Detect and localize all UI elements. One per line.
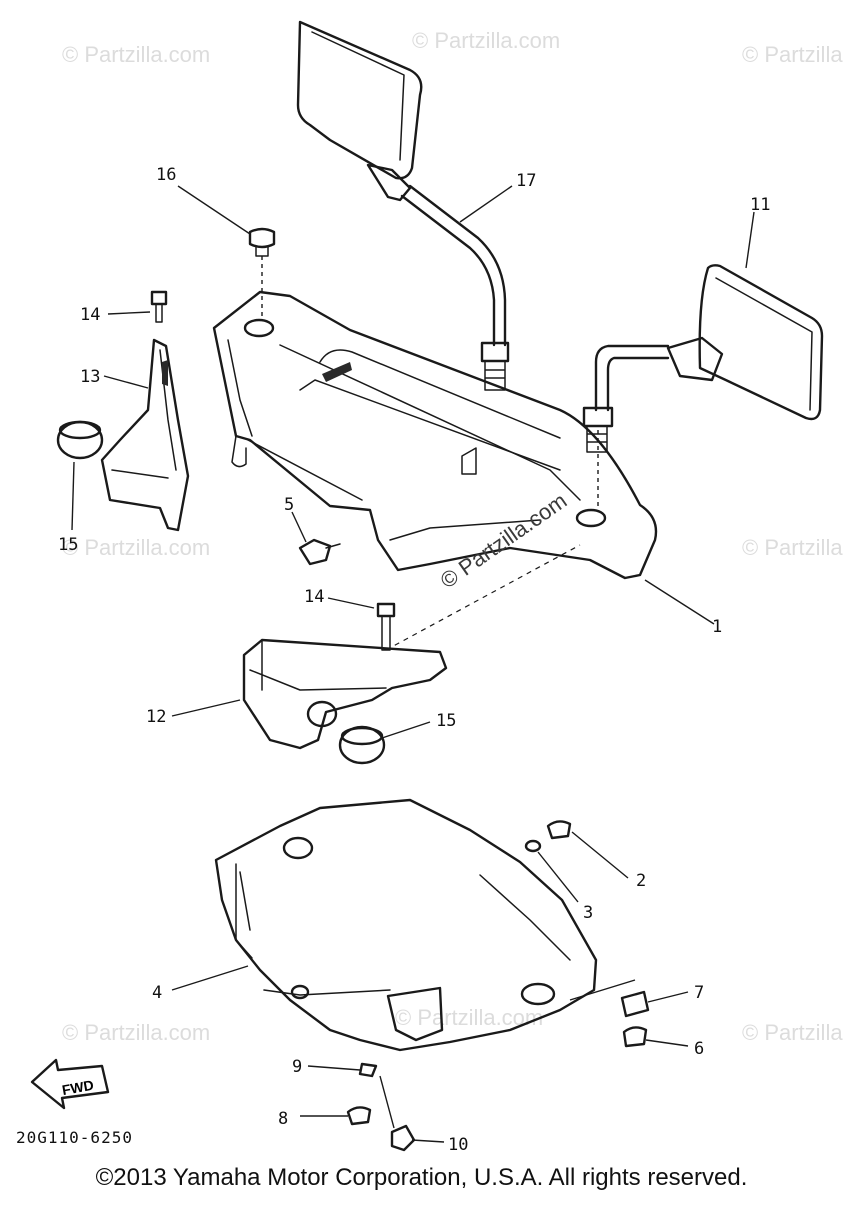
watermark-text: © Partzilla.com [412, 28, 560, 53]
part-10-nut [390, 1124, 416, 1152]
drawing-code: 20G110-6250 [16, 1128, 133, 1147]
callout-1: 1 [712, 617, 722, 637]
callout-8: 8 [278, 1109, 288, 1129]
watermark-text: © Partzilla.com [62, 42, 210, 67]
callout-4: 4 [152, 983, 162, 1003]
callout-12: 12 [146, 707, 166, 727]
watermark-text: © Partzilla.com [742, 1020, 843, 1045]
part-14-mid-screw [376, 602, 396, 651]
part-2-screw [546, 820, 572, 840]
part-15-grommet-left [56, 420, 104, 460]
callout-9: 9 [292, 1057, 302, 1077]
hardware-parts [346, 820, 650, 1152]
copyright-notice: ©2013 Yamaha Motor Corporation, U.S.A. A… [95, 1164, 748, 1191]
fwd-label: FWD [61, 1077, 95, 1098]
callout-16: 16 [156, 165, 176, 185]
part-14-upper-screw [150, 290, 168, 323]
part-6-screw [622, 1026, 648, 1048]
part-5-bolt [298, 538, 341, 566]
callout-15: 15 [436, 711, 456, 731]
callout-7: 7 [694, 983, 704, 1003]
part-16-cap [248, 227, 276, 257]
callout-2: 2 [636, 871, 646, 891]
watermark-text: © Partzilla.com [742, 535, 843, 560]
callout-14: 14 [80, 305, 100, 325]
callout-10: 10 [448, 1135, 468, 1155]
part-17-mirror-left [296, 20, 510, 391]
watermark-text: © Partzilla.com [742, 42, 843, 67]
callout-labels: 16 17 11 14 13 15 5 1 14 12 15 2 3 4 7 6… [58, 165, 770, 1155]
part-12-bracket [242, 638, 448, 750]
watermark-text: © Partzilla.com [62, 535, 210, 560]
watermark-text: © Partzilla.com [62, 1020, 210, 1045]
part-13-bracket-left [100, 338, 190, 532]
callout-11: 11 [750, 195, 770, 215]
watermark-center: © Partzilla.com [436, 488, 572, 594]
part-1-upper-cowl [212, 290, 658, 580]
callout-15: 15 [58, 535, 78, 555]
part-7-nut [620, 990, 650, 1018]
part-8-screw [346, 1106, 372, 1126]
part-11-mirror-right [582, 264, 824, 453]
callout-3: 3 [583, 903, 593, 923]
part-15-grommet-right [338, 725, 386, 765]
callout-6: 6 [694, 1039, 704, 1059]
callout-17: 17 [516, 171, 536, 191]
watermark-layer: © Partzilla.com © Partzilla.com © Partzi… [62, 28, 843, 1045]
callout-5: 5 [284, 495, 294, 515]
callout-14: 14 [304, 587, 324, 607]
part-3-washer [524, 839, 542, 853]
leader-lines [71, 185, 755, 1143]
fwd-arrow: FWD [30, 1058, 110, 1110]
part-9-clip [358, 1062, 378, 1078]
callout-13: 13 [80, 367, 100, 387]
part-4-lower-cowl [214, 798, 598, 1052]
